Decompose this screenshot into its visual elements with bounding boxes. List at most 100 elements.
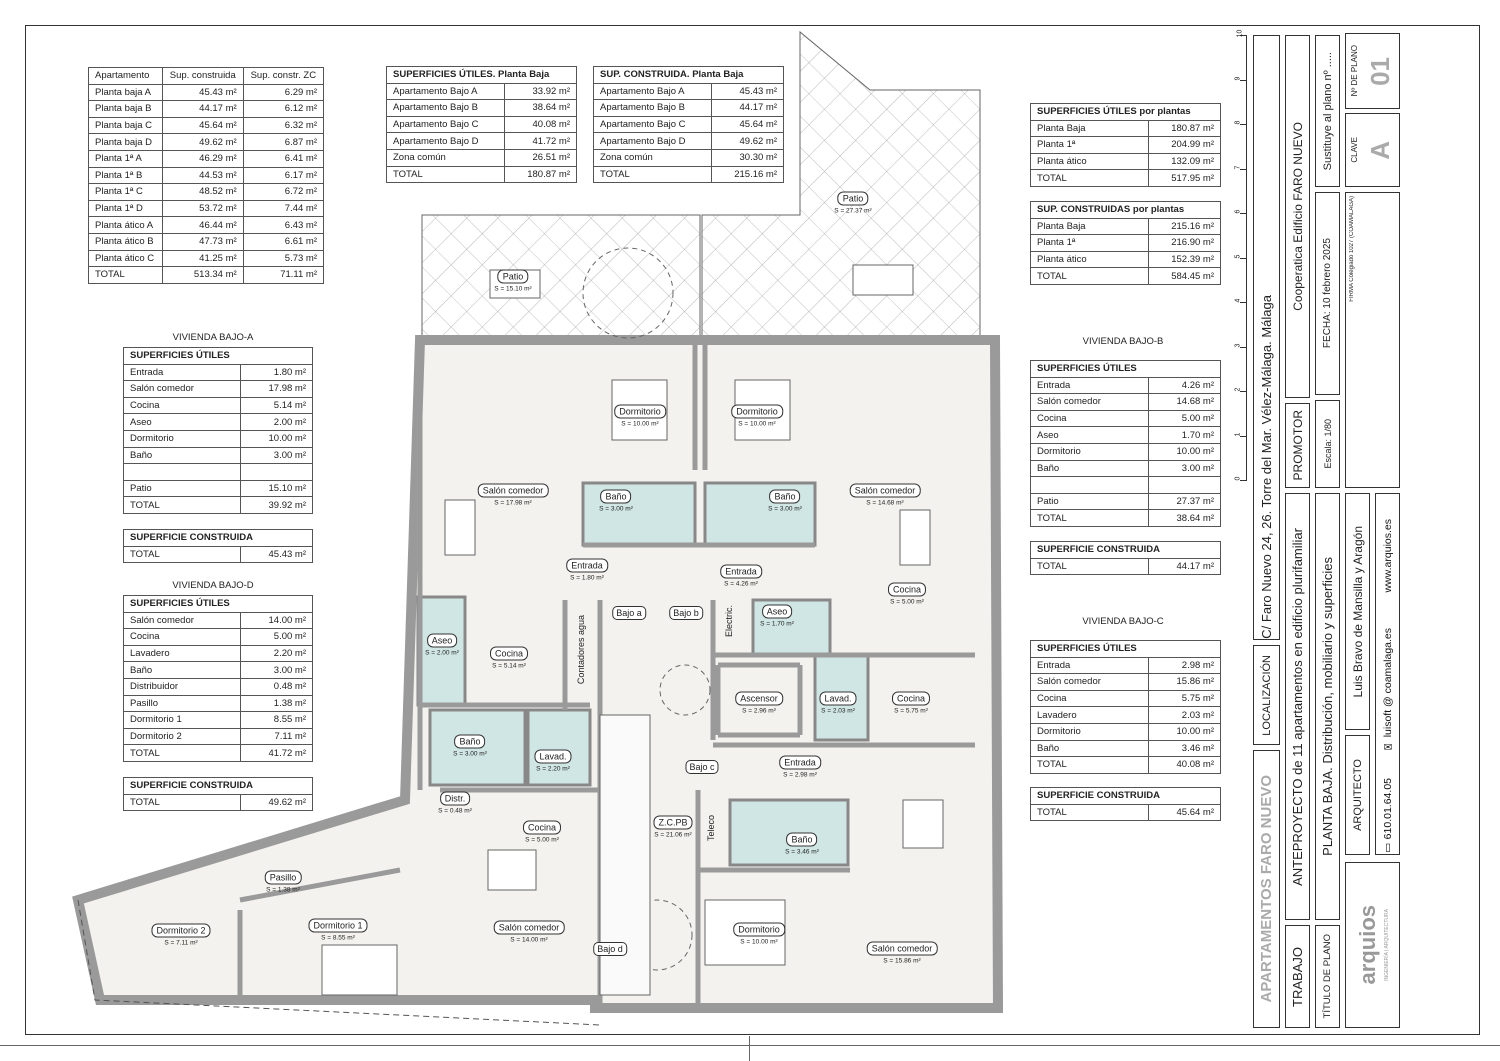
value-cell: 6.12 m² — [242, 100, 325, 118]
label-cell: Planta Baja — [1030, 217, 1149, 236]
label-cell: Baño — [1030, 459, 1149, 478]
label-bajo-b: Bajo b — [669, 606, 703, 620]
label-bajo-d: Bajo d — [593, 942, 627, 956]
header-cell: Apartamento — [88, 67, 163, 85]
label-cell: Dormitorio — [1030, 442, 1149, 461]
label-cell: Baño — [1030, 739, 1149, 758]
patio-left — [421, 214, 701, 341]
ruler-label: 10 — [1236, 29, 1244, 38]
table-title: SUPERFICIE CONSTRUIDA — [1030, 541, 1221, 559]
value-cell: 46.29 m² — [161, 149, 244, 168]
value-cell: 6.29 m² — [242, 83, 325, 102]
value-cell: 216.90 m² — [1147, 234, 1222, 252]
label-cell: Entrada — [1030, 656, 1149, 675]
label-cell: TOTAL — [122, 793, 242, 812]
label-cell: TOTAL — [88, 266, 163, 284]
table-title: SUP. CONSTRUIDAS por plantas — [1030, 201, 1221, 219]
room-lavadero-c: Lavad.S = 2.03 m² — [819, 691, 857, 715]
trabajo-label: TRABAJO — [1285, 925, 1310, 1028]
label-cell: Dormitorio — [122, 429, 242, 448]
label-cell — [122, 463, 242, 481]
ruler-label: 3 — [1234, 343, 1242, 347]
label-cell: Planta baja B — [88, 100, 163, 118]
ruler-tick — [1240, 346, 1246, 348]
room-distribuidor-d: Distr.S = 0.48 m² — [438, 791, 472, 815]
label-cell: Distribuidor — [122, 677, 242, 696]
value-cell: 6.61 m² — [242, 232, 325, 251]
value-cell: 39.92 m² — [240, 496, 313, 514]
label-cell: Apartamento Bajo B — [593, 99, 712, 117]
value-cell: 45.64 m² — [161, 116, 244, 135]
label-cell: Planta 1ª D — [88, 199, 163, 218]
value-cell: 5.75 m² — [1147, 689, 1222, 708]
value-cell: 48.52 m² — [161, 183, 244, 201]
value-cell: 14.00 m² — [240, 611, 313, 630]
value-cell: 38.64 m² — [1147, 509, 1222, 527]
label-cell: Pasillo — [122, 694, 242, 713]
table-title: SUP. CONSTRUIDA. Planta Baja — [593, 66, 784, 84]
ruler-label: 2 — [1234, 387, 1242, 392]
value-cell: 180.87 m² — [1147, 119, 1222, 138]
ruler-label: 0 — [1234, 476, 1242, 481]
drawing-frame — [25, 25, 1480, 1035]
value-cell: 15.86 m² — [1147, 673, 1222, 691]
label-cell: Aseo — [122, 413, 242, 431]
ruler-label: 7 — [1234, 165, 1242, 169]
value-cell: 517.95 m² — [1147, 169, 1222, 187]
label-cell: Salón comedor — [1030, 393, 1149, 411]
email[interactable]: ✉ luisoft @ coamalaga.es — [1378, 625, 1398, 755]
value-cell: 6.41 m² — [242, 149, 325, 168]
value-cell: 3.00 m² — [1147, 459, 1222, 478]
ruler-tick — [1240, 480, 1246, 481]
value-cell: 45.64 m² — [710, 115, 785, 134]
label-cell: TOTAL — [1030, 509, 1149, 527]
value-cell: 10.00 m² — [240, 429, 313, 448]
value-cell: 26.51 m² — [503, 148, 578, 167]
value-cell: 3.00 m² — [240, 446, 313, 465]
value-cell: 45.43 m² — [710, 82, 785, 101]
label-cell: Planta Baja — [1030, 119, 1149, 138]
contact-box — [1375, 493, 1400, 855]
value-cell: 45.43 m² — [240, 545, 313, 564]
value-cell: 15.10 m² — [240, 479, 313, 498]
table-title: SUPERFICIES ÚTILES — [1030, 360, 1221, 378]
value-cell: 45.43 m² — [161, 83, 244, 102]
label-cell: TOTAL — [1030, 756, 1149, 774]
value-cell: 44.17 m² — [710, 99, 785, 117]
value-cell: 10.00 m² — [1147, 722, 1222, 741]
web[interactable]: www.arquios.es — [1378, 497, 1398, 615]
label-electric: Electric. — [724, 605, 734, 638]
value-cell: 49.62 m² — [240, 793, 313, 812]
table-title: SUPERFICIES ÚTILES. Planta Baja — [386, 66, 577, 84]
sustituye: Sustituye al plano nº ..... — [1315, 35, 1340, 187]
label-cell: Planta 1ª B — [88, 166, 163, 185]
